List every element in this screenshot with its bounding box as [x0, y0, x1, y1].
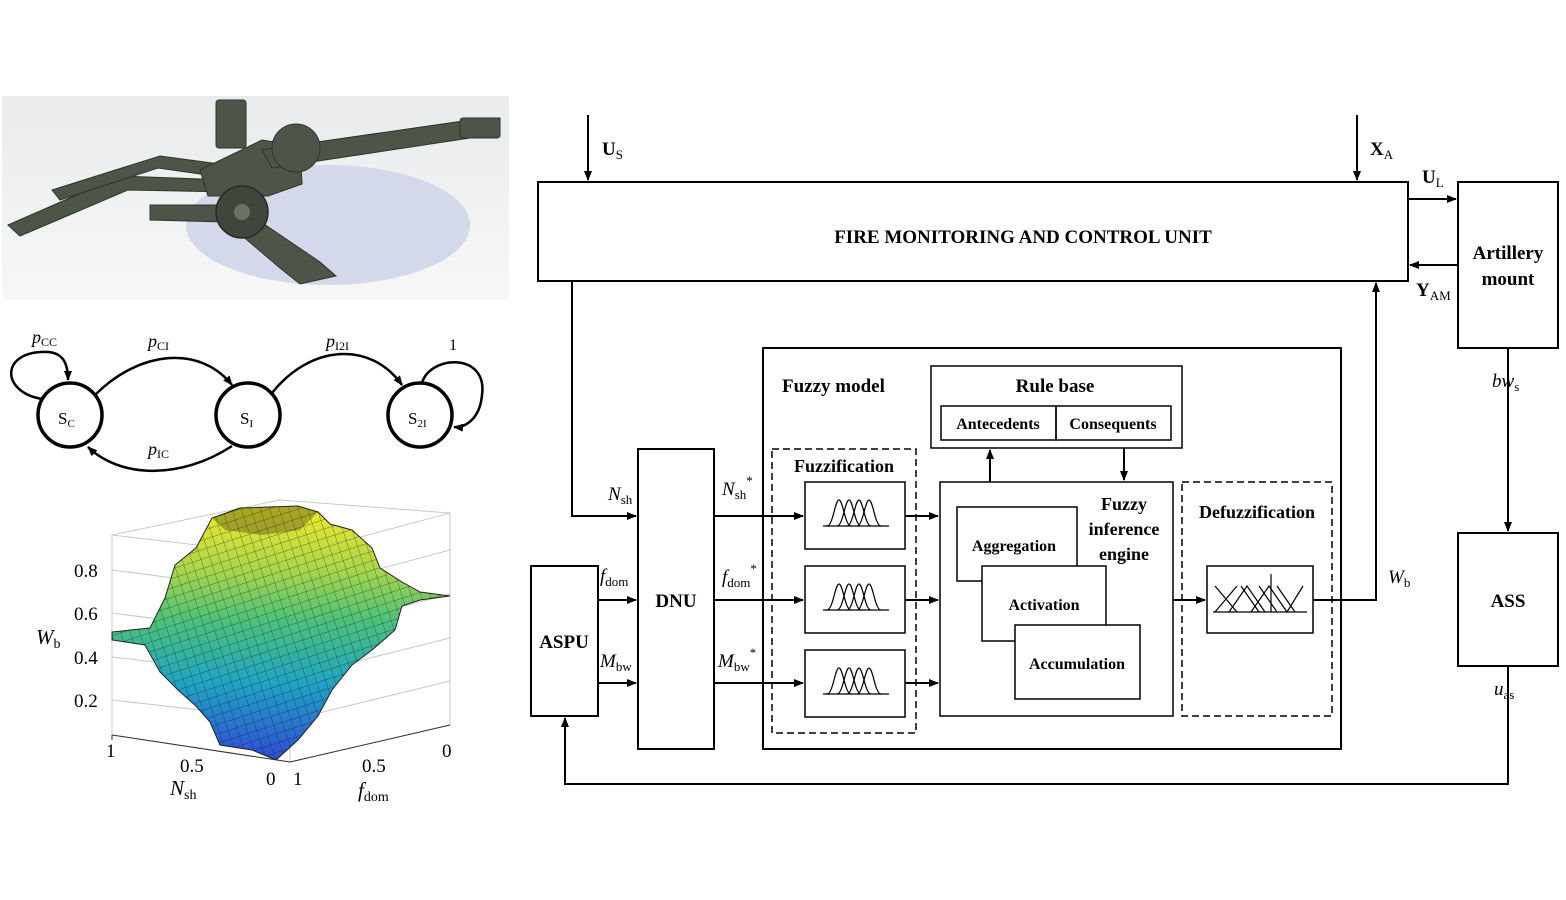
consequents-label: Consequents	[1069, 416, 1156, 433]
consequents-box	[1055, 405, 1172, 441]
artillery-render	[2, 96, 509, 300]
signal-bws: bws	[1492, 371, 1519, 394]
defuzzification-label: Defuzzification	[1199, 502, 1315, 522]
fire-unit-label: FIRE MONITORING AND CONTROL UNIT	[834, 227, 1212, 248]
aggregation-label: Aggregation	[972, 538, 1056, 555]
aspu-label: ASPU	[539, 632, 589, 653]
state-s2i	[386, 381, 454, 449]
signal-mbw-star: Mbw*	[717, 645, 756, 674]
signal-wb: Wb	[1388, 567, 1410, 590]
rule-base-label: Rule base	[1016, 376, 1095, 397]
activation-label: Activation	[1008, 597, 1079, 614]
self-loop-sc	[10, 350, 72, 401]
state-s2i-label: S2I	[408, 409, 427, 430]
mf-glyph-1	[823, 499, 889, 527]
z-tick-0: 0.8	[74, 561, 98, 582]
signal-us: US	[602, 139, 623, 162]
signal-nsh: Nsh	[607, 484, 633, 507]
signal-fdom-star: fdom*	[722, 561, 757, 590]
z-tick-3: 0.2	[74, 691, 98, 712]
label-pcc: pCC	[30, 327, 57, 349]
z-tick-2: 0.4	[74, 648, 98, 669]
arrow-si-to-s2i	[271, 352, 404, 394]
ass-label: ASS	[1491, 591, 1526, 612]
surface-plot: 0.8 0.6 0.4 0.2 1 0.5 0 1 0.5 0 Wb Nsh f…	[36, 499, 452, 805]
signal-mbw: Mbw	[599, 651, 632, 674]
artillery-mount-box	[1457, 181, 1559, 349]
fuzzification-label: Fuzzification	[794, 456, 894, 476]
x-axis-label: Nsh	[169, 776, 196, 803]
z-axis-label: Wb	[36, 625, 61, 652]
membership-glyphs	[823, 499, 1307, 695]
y-tick-1: 0.5	[362, 756, 386, 777]
state-sc	[36, 381, 104, 449]
signal-ul: UL	[1422, 167, 1444, 190]
arrow-sc-to-si	[94, 356, 233, 396]
x-tick-0: 1	[106, 741, 116, 762]
fie-label-2: inference	[1089, 519, 1160, 539]
accumulation-label: Accumulation	[1029, 656, 1125, 673]
z-tick-1: 0.6	[74, 604, 98, 625]
y-axis-label: fdom	[358, 778, 389, 805]
label-pic: pIC	[146, 439, 169, 461]
fire-unit-box	[537, 181, 1409, 282]
label-self-one: 1	[449, 337, 457, 354]
x-tick-2: 0	[266, 769, 276, 790]
dnu-label: DNU	[655, 591, 696, 612]
aspu-box	[530, 565, 599, 717]
arrow-uas-feedback	[561, 666, 1509, 785]
block-diagram: FIRE MONITORING AND CONTROL UNIT Artille…	[530, 115, 1559, 785]
antecedents-label: Antecedents	[956, 416, 1040, 433]
y-tick-2: 0	[442, 741, 452, 762]
x-tick-1: 0.5	[180, 756, 204, 777]
artillery-label-1: Artillery	[1473, 243, 1544, 264]
fuzzy-model-label: Fuzzy model	[782, 376, 885, 397]
state-diagram	[10, 350, 484, 473]
rule-base-box	[930, 365, 1183, 449]
mf-glyph-3	[823, 667, 889, 695]
surface-frame	[111, 724, 451, 763]
fuzzification-box	[771, 448, 917, 734]
arrow-nsh	[571, 281, 637, 520]
fie-label-1: Fuzzy	[1101, 494, 1147, 514]
state-sc-label: SC	[58, 409, 75, 430]
state-si	[214, 381, 282, 449]
signal-uas: uas	[1494, 679, 1514, 702]
arrow-wb	[1313, 282, 1380, 601]
signal-xa: XA	[1370, 139, 1394, 162]
connections	[561, 115, 1512, 785]
signal-nsh-star: Nsh*	[721, 473, 753, 502]
label-pci: pCI	[146, 331, 169, 353]
artillery-label-2: mount	[1482, 269, 1535, 290]
label-pi2i: pI2I	[324, 331, 349, 353]
signal-yam: YAM	[1416, 280, 1451, 303]
y-tick-0: 1	[293, 769, 303, 790]
signal-fdom: fdom	[600, 566, 628, 589]
state-si-label: SI	[240, 409, 253, 430]
self-loop-s2i	[420, 361, 484, 432]
mf-glyph-defuzz	[1213, 574, 1307, 614]
fie-label-3: engine	[1099, 544, 1149, 564]
mf-glyph-2	[823, 583, 889, 611]
arrow-si-to-sc	[87, 444, 233, 473]
fuzzy-model-box	[762, 347, 1342, 750]
accumulation-box	[1014, 624, 1141, 700]
